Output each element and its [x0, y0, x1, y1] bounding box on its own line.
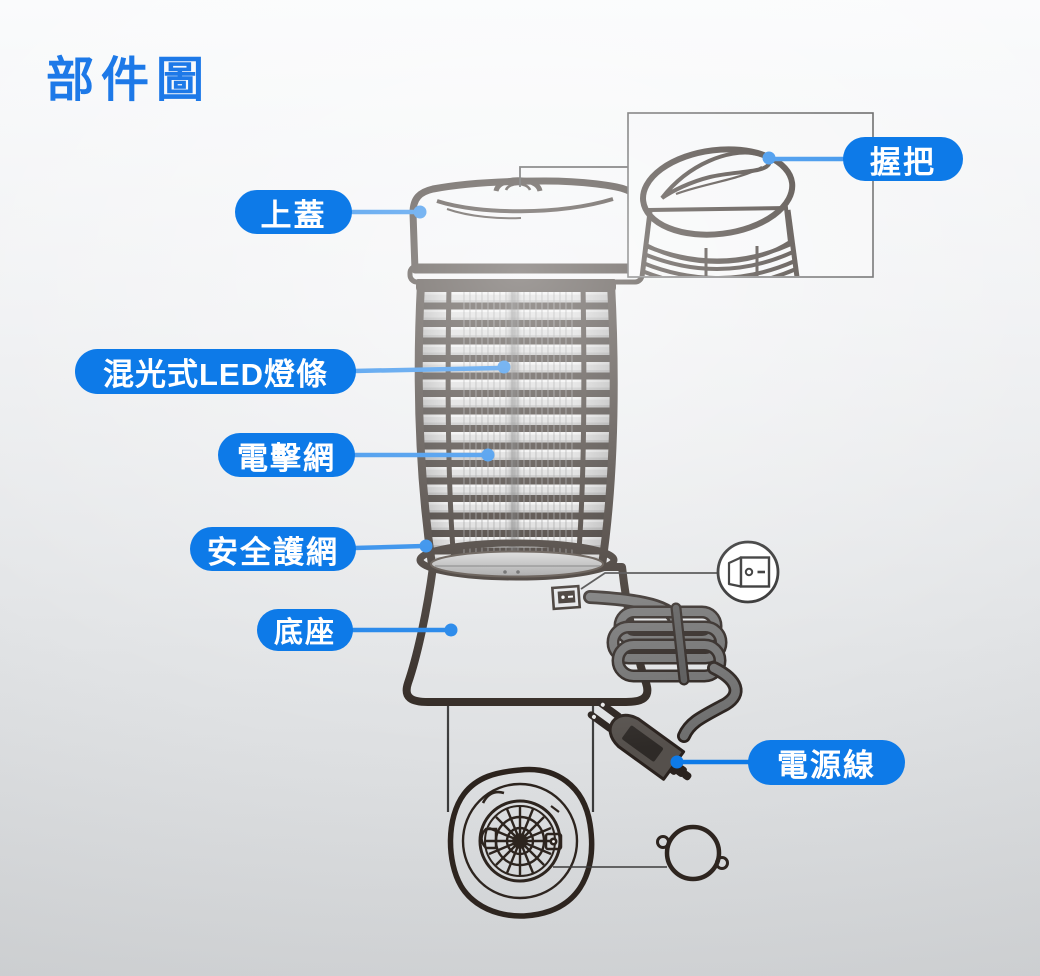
inset-box — [627, 112, 874, 278]
cage-drawing — [414, 279, 618, 581]
callout-dots — [413, 151, 776, 769]
cover-rim — [407, 263, 645, 285]
callout-label-safety-net: 安全護網 — [190, 527, 356, 571]
callout-label-handle: 握把 — [843, 137, 963, 181]
power-cord-label: 電源線 — [777, 748, 876, 783]
top-cover-label: 上蓋 — [260, 197, 327, 233]
tray-cap-icon — [656, 824, 729, 882]
underside-view — [447, 766, 729, 919]
callout-line-safety-net — [351, 543, 427, 551]
electric-grid-label: 電擊網 — [237, 440, 336, 476]
cord-tail — [677, 661, 743, 743]
callout-label-base: 底座 — [257, 609, 353, 651]
callout-lines — [347, 156, 848, 765]
callout-label-electric-grid: 電擊網 — [218, 433, 355, 477]
callout-label-led-strip: 混光式LED燈條 — [75, 349, 356, 394]
base-label: 底座 — [273, 617, 336, 649]
led-strip-label: 混光式LED燈條 — [103, 357, 328, 392]
safety-net-label: 安全護網 — [207, 534, 339, 570]
switch-magnifier — [716, 540, 780, 604]
drain-grille-icon — [478, 799, 563, 883]
magnifier-pointer-line — [580, 572, 717, 590]
inset-connector-line — [519, 166, 628, 187]
projection-lines — [446, 706, 595, 812]
callout-label-top-cover: 上蓋 — [235, 190, 352, 234]
page-title: 部件圖 — [46, 54, 212, 107]
top-cover-drawing — [407, 177, 645, 285]
cord-coil — [606, 602, 728, 686]
catch-tray — [430, 550, 604, 578]
inset-handle-drawing — [639, 146, 800, 276]
power-cord-drawing — [583, 590, 743, 781]
handle-label: 握把 — [870, 144, 936, 180]
power-switch-drawing — [550, 584, 582, 611]
callout-line-led-strip — [351, 365, 504, 374]
callout-label-power-cord: 電源線 — [748, 740, 905, 785]
power-switch-icon — [727, 556, 771, 588]
plug-drawing — [587, 699, 692, 781]
